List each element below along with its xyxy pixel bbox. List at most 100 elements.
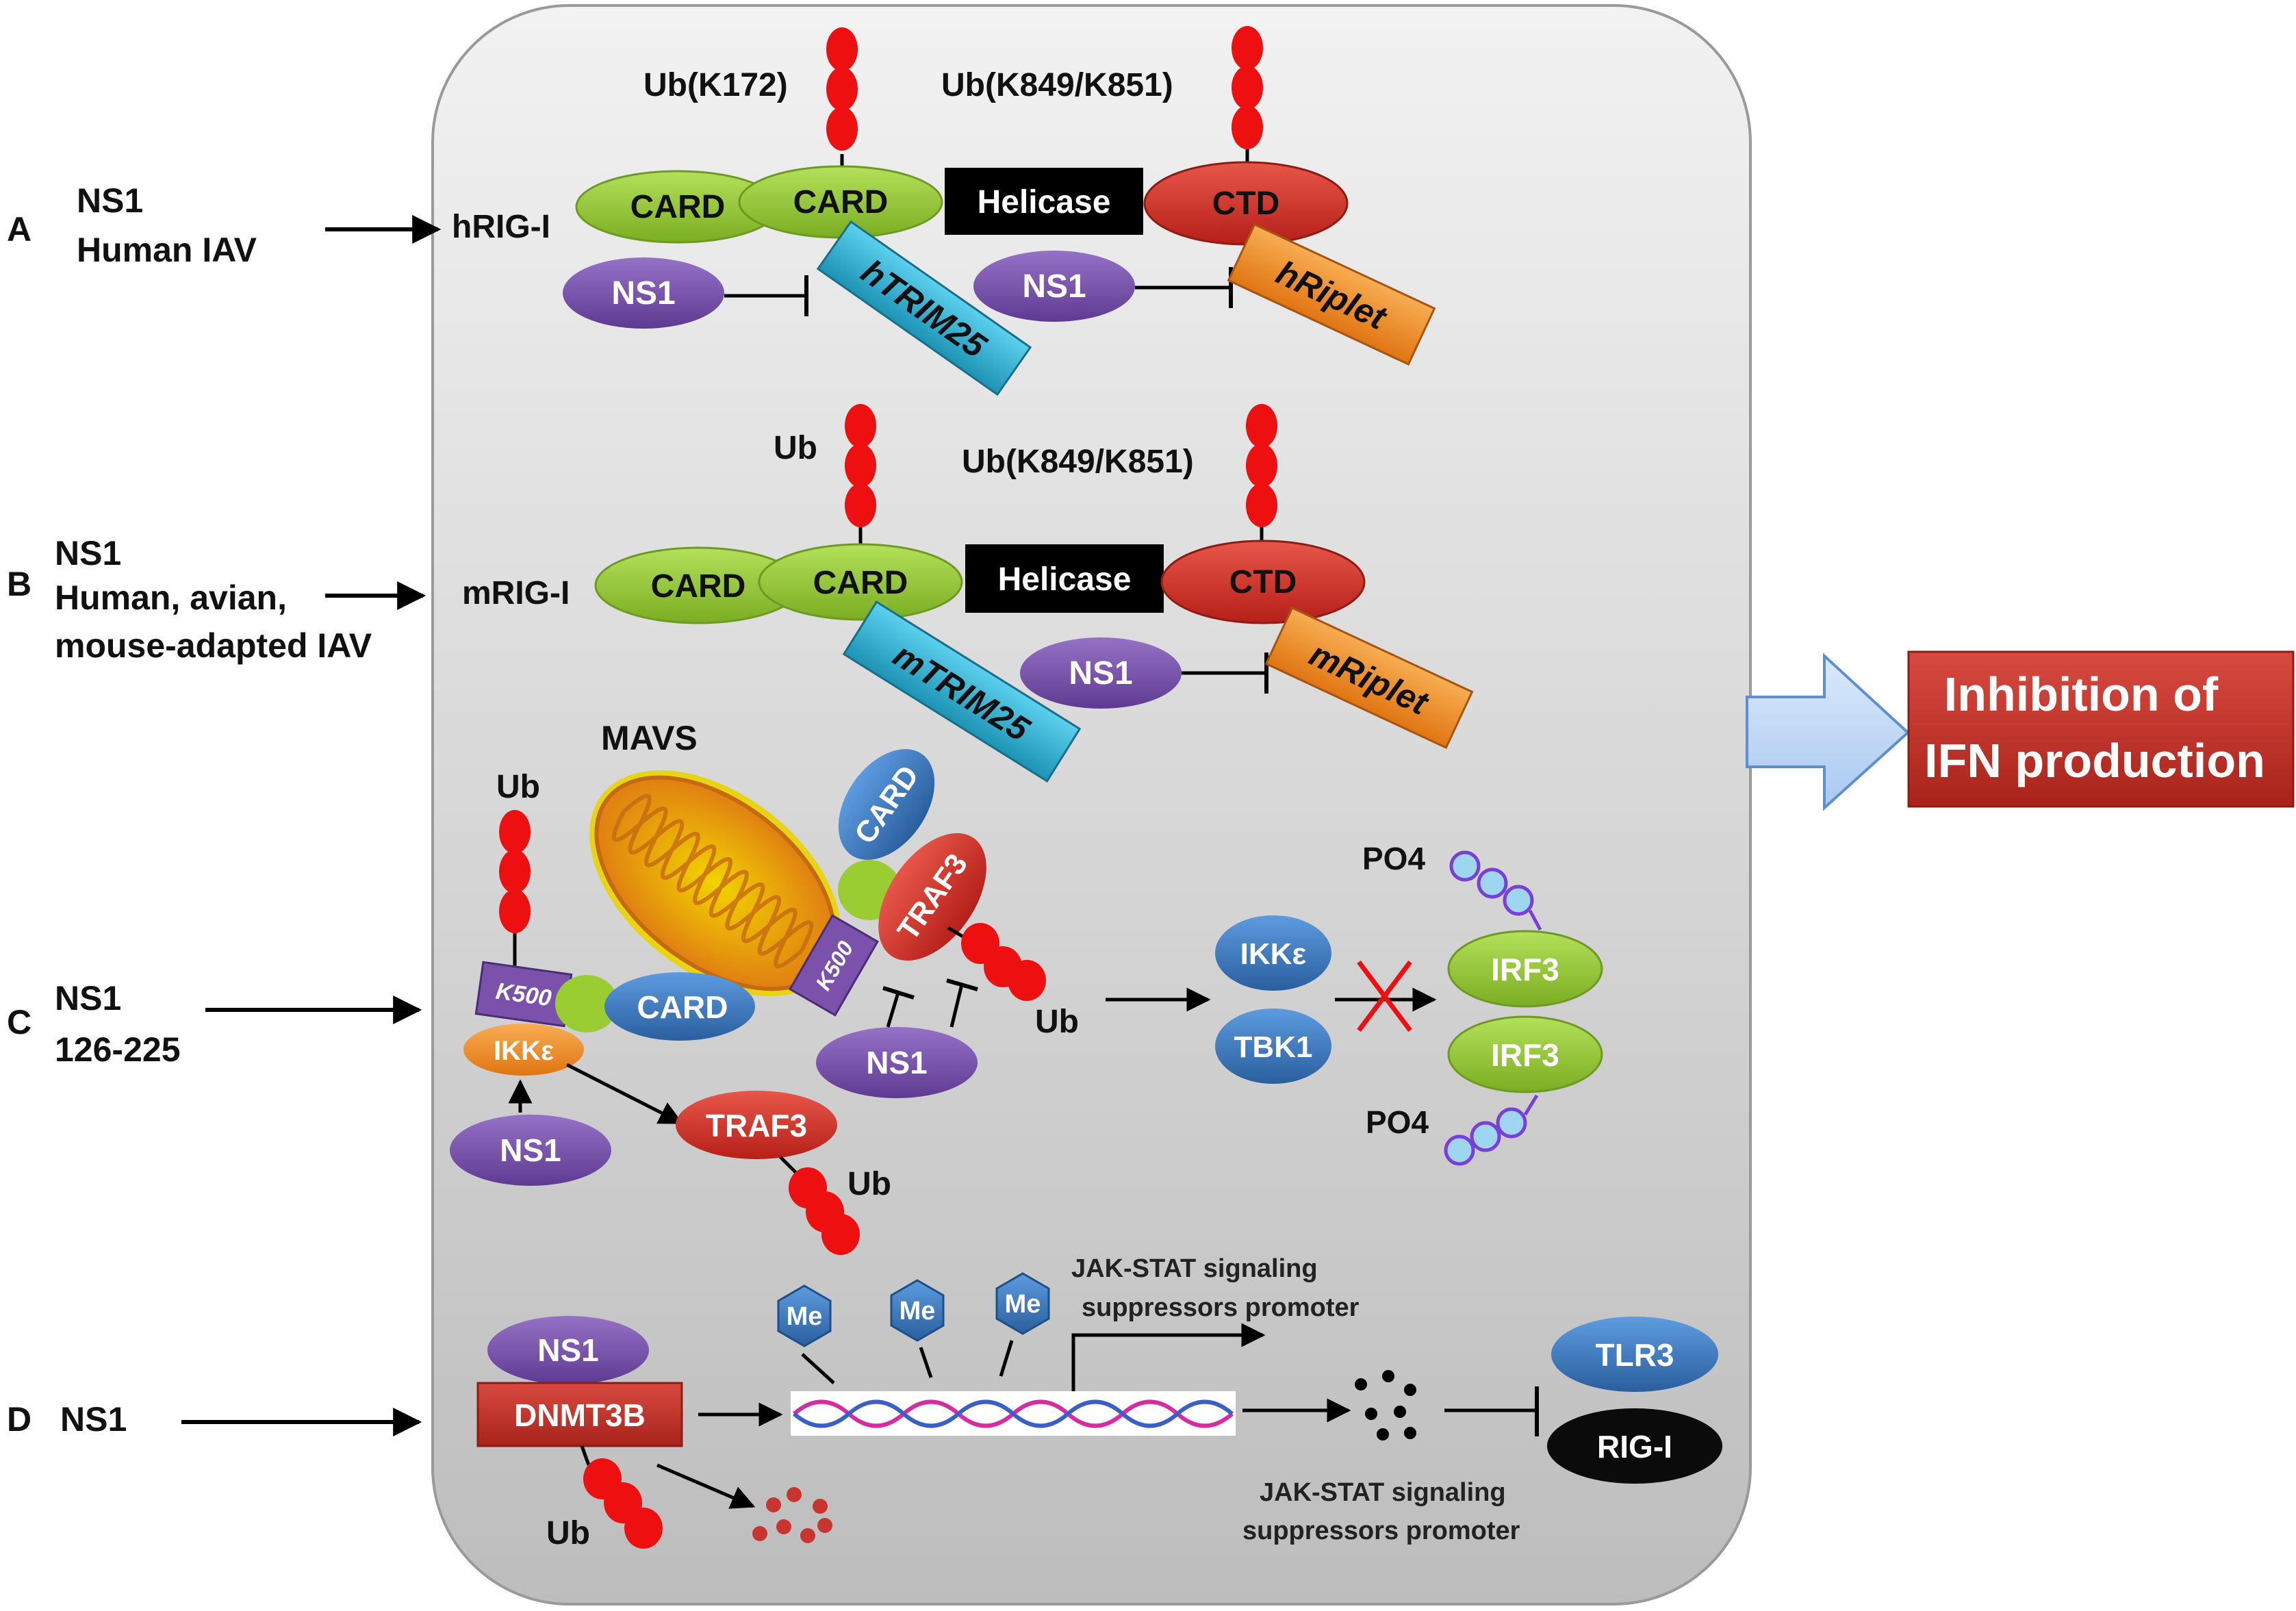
ubiquitin [499,850,531,893]
panel-c-letter: C [7,1003,31,1041]
ikke-label: IKKε [494,1036,554,1066]
activation-arrow [565,1063,684,1125]
helicase-label: Helicase [998,561,1132,598]
panel-d-title-line1: NS1 [60,1400,127,1438]
traf3-protein: TRAF3 [878,833,986,961]
panel-b-title-line2: Human, avian, [55,579,287,617]
degraded-fragment [787,1487,802,1502]
methyl-label: Me [900,1297,936,1325]
ns1-label: NS1 [1022,268,1086,305]
ns1-label: NS1 [537,1332,598,1368]
irf3-protein [1447,1015,1603,1093]
tlr3-protein [1551,1317,1718,1392]
ub-label: Ub(K172) [643,67,788,103]
ns1-label: NS1 [866,1045,927,1080]
ubiquitin [1232,66,1263,110]
rig-i-label: RIG-I [1597,1429,1672,1464]
suppressor-dot [1404,1384,1416,1396]
suppressor-dot [1404,1427,1416,1439]
degraded-fragment [752,1526,767,1541]
ubiquitin [1246,404,1277,448]
ns1-protein [563,257,724,329]
ub-label: Ub [847,1166,891,1202]
ns1-protein [973,251,1135,322]
suppressor-dot [1365,1408,1377,1420]
panel-d: D NS1 NS1 DNMT3B Ub Me Me Me [7,1254,1722,1551]
inhibition-line [949,984,964,1028]
ubiquitin [1008,960,1046,1001]
panel-b-receptor: mRIG-I [462,575,570,611]
block-cross [1357,960,1412,1032]
methyl-group [890,1279,945,1342]
promoter-label-top: JAK-STAT signaling [1071,1254,1318,1283]
ns1-label: NS1 [611,275,675,312]
outcome-arrow [1746,652,1910,811]
panel-a-title-line2: Human IAV [77,231,257,269]
promoter-label-bottom: JAK-STAT signaling [1260,1478,1506,1507]
irf3-protein [1447,930,1603,1008]
panel-d-letter: D [7,1400,31,1438]
panel-a-letter: A [7,210,31,249]
panel-b-title-line3: mouse-adapted IAV [55,626,372,665]
tlr3-label: TLR3 [1596,1337,1674,1373]
ctd-label: CTD [1229,564,1297,600]
ns1-protein [450,1115,611,1186]
ub-label: Ub [1035,1004,1079,1040]
outcome-box [1907,650,2295,808]
ub-label: Ub(K849/K851) [941,67,1173,103]
ub-label: Ub [496,769,540,805]
degraded-fragment [766,1497,781,1512]
helicase-label: Helicase [978,184,1111,220]
phosphate [1470,1121,1501,1152]
ubiquitin [826,67,858,111]
ub-label: Ub(K849/K851) [962,444,1194,480]
card-label: CARD [637,989,728,1025]
ns1-label: NS1 [500,1132,561,1168]
ubiquitin [1232,105,1263,149]
tbk1-label: TBK1 [1234,1030,1313,1064]
methyl-group [995,1272,1050,1335]
degraded-fragment [776,1519,791,1534]
irf3-label: IRF3 [1491,1037,1559,1073]
panel-c-title-line2: 126-225 [55,1030,181,1069]
cell-background [431,4,1752,1606]
suppressor-dot [1394,1406,1406,1418]
ubiquitin [1232,26,1263,70]
ns1-label: NS1 [1069,655,1132,692]
po4-label: PO4 [1366,1104,1429,1140]
promoter-label-bottom: suppressors promoter [1242,1517,1520,1545]
inhibition-bar [882,986,915,1000]
k500-motif: K500 [474,961,573,1028]
phosphate [1477,867,1508,899]
panel-a-title-line1: NS1 [77,181,143,220]
dnmt3b-label: DNMT3B [514,1397,646,1433]
ubiquitin [1246,444,1277,487]
ns1-protein [487,1316,649,1384]
ubiquitin [826,27,858,71]
card-domain [758,543,963,621]
ub-label: Ub [774,430,817,466]
degraded-fragment [817,1518,832,1533]
panel-a-receptor: hRIG-I [452,209,550,245]
inhibition-bar [946,978,978,991]
methyl-group [777,1284,832,1347]
ctd-label: CTD [1212,186,1280,222]
ubiquitin [499,810,531,854]
card-label: CARD [793,184,889,220]
linker [555,975,618,1032]
degraded-fragment [813,1499,828,1514]
card-domain: CARD [838,749,935,860]
outcome: Inhibition of IFN production [1746,650,2295,811]
ubiquitin [624,1508,663,1549]
outcome-line2: IFN production [1924,734,2265,787]
k500-motif: K500 [789,914,879,1017]
ubiquitin [845,483,876,527]
tbk1-protein [1215,1009,1331,1084]
ubiquitin [1246,483,1277,527]
phosphate [1503,885,1534,916]
ubiquitin [821,1214,860,1255]
suppressor-dot [1377,1428,1389,1441]
mavs-label: MAVS [601,719,698,757]
panel-c-title-line1: NS1 [55,979,121,1017]
